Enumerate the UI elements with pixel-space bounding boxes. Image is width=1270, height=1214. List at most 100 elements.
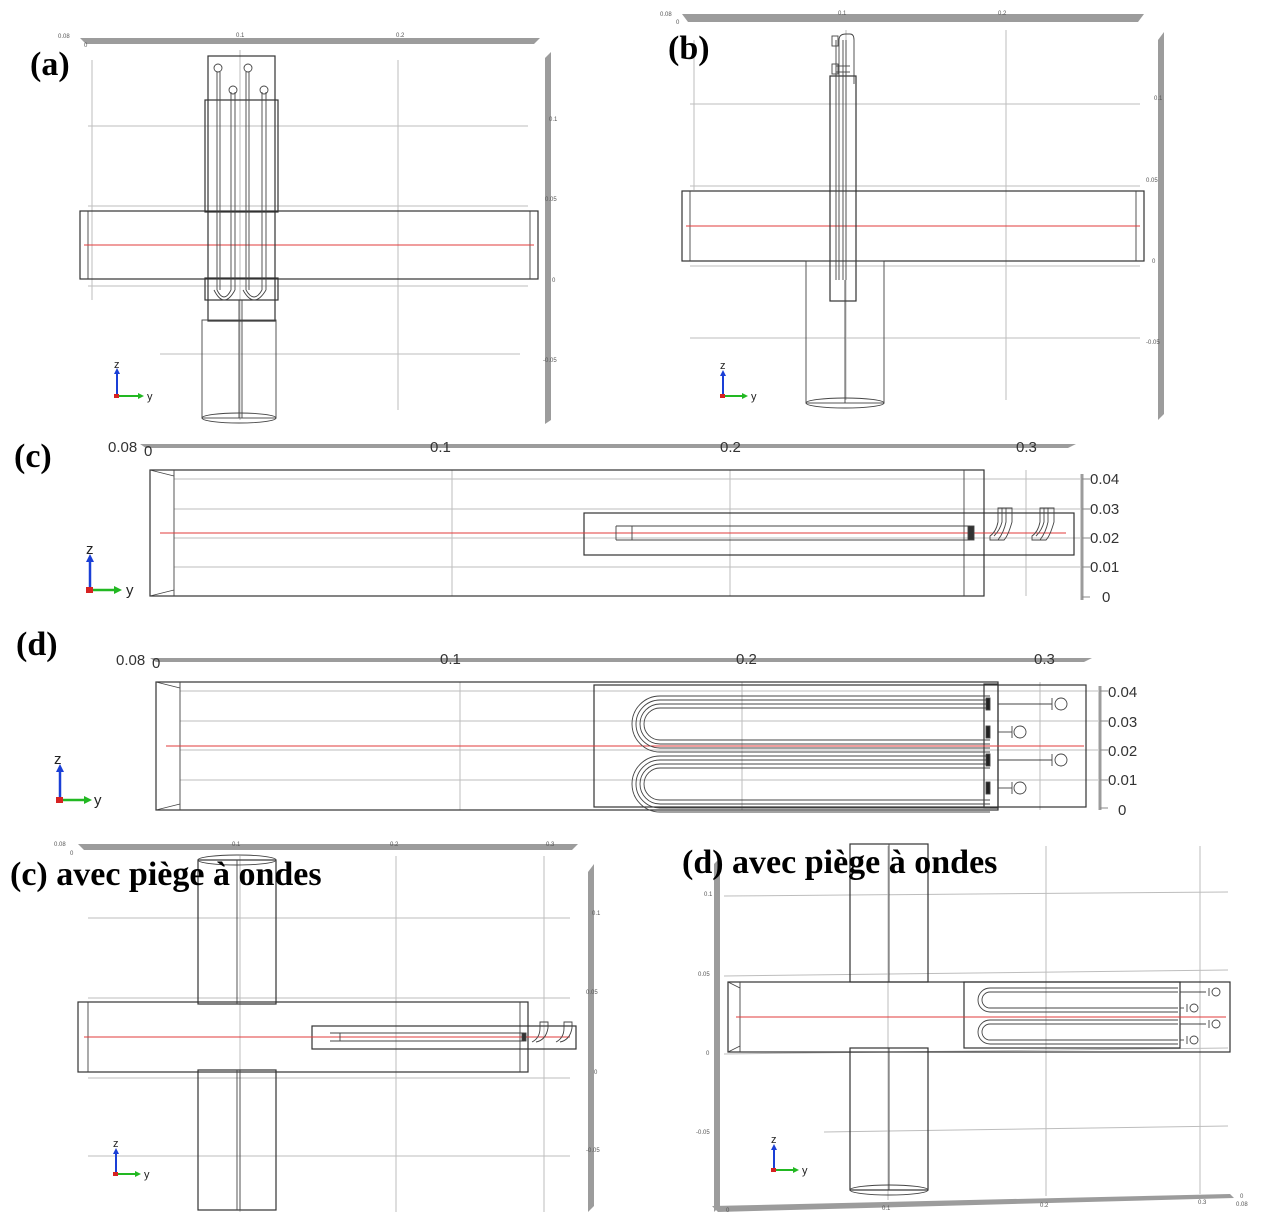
tick-label: 0	[70, 851, 74, 857]
z-axis-label: z	[54, 751, 62, 768]
side-axis-bar	[545, 52, 551, 424]
tick-label: 0.01	[1108, 772, 1137, 789]
tick-label: 0	[152, 655, 160, 672]
side-axis-bar	[714, 858, 720, 1212]
panel-d: 0.08 0 0.1 0.2 0.3 0.04 0.03 0.02 0.01 0	[0, 624, 1180, 824]
panel-c-trap: 0.08 0 0.1 0.2 0.3 0.1 0.05 0 -0.05	[0, 836, 640, 1214]
waveguide	[79, 210, 539, 280]
tick-label: 0.02	[1108, 743, 1137, 760]
tick-label: 0.3	[1016, 439, 1037, 456]
tick-label: -0.05	[696, 1130, 710, 1136]
tick-label: 0	[706, 1051, 710, 1057]
panel-c-trap-geometry: 0.08 0 0.1 0.2 0.3 0.1 0.05 0 -0.05	[54, 842, 601, 1212]
y-axis-label: y	[94, 792, 102, 809]
y-axis-label: y	[802, 1165, 808, 1177]
tick-label: -0.05	[586, 1148, 600, 1154]
tick-label: -0.05	[1146, 340, 1160, 346]
y-axis-label: y	[751, 391, 757, 403]
tick-label: 0.2	[396, 33, 405, 39]
panel-a-geometry: 0.08 0 0.1 0.2 0.1 0.05 0 -0.05	[58, 33, 558, 424]
tick-label: 0.3	[1034, 651, 1055, 668]
waveguide	[681, 190, 1145, 262]
tick-label: 0.04	[1108, 684, 1137, 701]
tick-label: 0.05	[586, 990, 598, 996]
tick-label: 0.2	[1040, 1203, 1049, 1209]
tick-label: 0.05	[698, 972, 710, 978]
bottom-axis-bar	[712, 1194, 1234, 1212]
tick-label: 0.08	[108, 439, 137, 456]
z-axis-label: z	[720, 360, 726, 372]
side-axis-bar	[588, 864, 594, 1212]
panel-b: 0.08 0 0.1 0.2 0.1 0.05 0 -0.05	[610, 0, 1270, 440]
z-axis-label: z	[113, 1138, 119, 1150]
tick-label: 0.02	[1090, 530, 1119, 547]
applicator	[207, 55, 276, 322]
panel-label: (a)	[30, 46, 70, 83]
z-axis-label: z	[771, 1134, 777, 1146]
top-axis-bar	[80, 38, 540, 44]
tick-label: 0	[726, 1208, 730, 1214]
top-axis-bar	[140, 444, 1076, 448]
top-axis-bar	[78, 844, 578, 850]
tick-label: 0	[1240, 1194, 1244, 1200]
panel-label: (d)	[16, 626, 58, 663]
tick-label: 0.03	[1090, 501, 1119, 518]
z-axis-label: z	[114, 359, 120, 371]
tick-label: 0.1	[882, 1206, 891, 1212]
tick-label: 0.1	[236, 33, 245, 39]
tick-label: 0.04	[1090, 471, 1119, 488]
axis-triad: z y	[720, 360, 757, 403]
axis-triad: z y	[114, 359, 153, 403]
tick-label: 0.08	[1236, 1202, 1248, 1208]
panel-label: (c) avec piège à ondes	[10, 856, 322, 893]
panel-c-geometry: 0.08 0 0.1 0.2 0.3 0.04 0.03 0.02 0.01 0	[86, 439, 1119, 606]
axis-triad: z y	[86, 541, 134, 599]
panel-d-geometry: 0.08 0 0.1 0.2 0.3 0.04 0.03 0.02 0.01 0	[54, 651, 1137, 819]
tick-label: 0.08	[660, 12, 672, 18]
tick-label: 0.1	[1154, 96, 1163, 102]
tick-label: 0.01	[1090, 559, 1119, 576]
side-axis-bar	[1158, 32, 1164, 420]
tick-label: 0.3	[546, 842, 555, 848]
tick-label: 0.1	[592, 911, 601, 917]
tick-label: 0.1	[232, 842, 241, 848]
tick-label: 0.2	[998, 11, 1007, 17]
y-axis-label: y	[147, 391, 153, 403]
top-axis-bar	[150, 658, 1092, 662]
tick-label: 0	[552, 278, 556, 284]
axis-triad: z y	[771, 1134, 808, 1177]
tick-label: 0.3	[1198, 1200, 1207, 1206]
applicator	[583, 512, 1075, 556]
tick-label: 0.2	[390, 842, 399, 848]
tick-label: 0.08	[58, 34, 70, 40]
applicator	[963, 981, 1181, 1049]
z-axis-label: z	[86, 541, 94, 558]
tick-label: 0	[1102, 589, 1110, 606]
tick-label: 0.1	[430, 439, 451, 456]
tick-label: 0.1	[440, 651, 461, 668]
tick-label: 0	[594, 1070, 598, 1076]
tick-label: 0.03	[1108, 714, 1137, 731]
axis-triad: z y	[54, 751, 102, 809]
tick-label: 0.2	[720, 439, 741, 456]
tick-label: 0.08	[116, 652, 145, 669]
tick-label: 0	[1118, 802, 1126, 819]
panel-c: 0.08 0 0.1 0.2 0.3 0.04 0.03 0.02 0.01 0	[0, 436, 1180, 616]
tick-label: 0.1	[704, 892, 713, 898]
panel-label: (c)	[14, 438, 52, 475]
y-axis-label: y	[126, 582, 134, 599]
panel-d-trap: 0.1 0.05 0 -0.05 0 0.1 0.2 0.3 0 0.08	[650, 836, 1270, 1214]
panel-d-trap-geometry: 0.1 0.05 0 -0.05 0 0.1 0.2 0.3 0 0.08	[696, 843, 1248, 1214]
tick-label: 0.08	[54, 842, 66, 848]
tick-label: 0	[676, 20, 680, 26]
panel-label: (d) avec piège à ondes	[682, 844, 998, 881]
tick-label: 0.2	[736, 651, 757, 668]
tick-label: 0.05	[1146, 178, 1158, 184]
axis-triad: z y	[113, 1138, 150, 1181]
tick-label: 0.1	[549, 117, 558, 123]
panel-a: 0.08 0 0.1 0.2 0.1 0.05 0 -0.05	[0, 0, 600, 430]
tick-label: 0	[1152, 259, 1156, 265]
top-axis-bar	[682, 14, 1144, 22]
panel-label: (b)	[668, 30, 710, 67]
panel-b-geometry: 0.08 0 0.1 0.2 0.1 0.05 0 -0.05	[660, 11, 1164, 420]
